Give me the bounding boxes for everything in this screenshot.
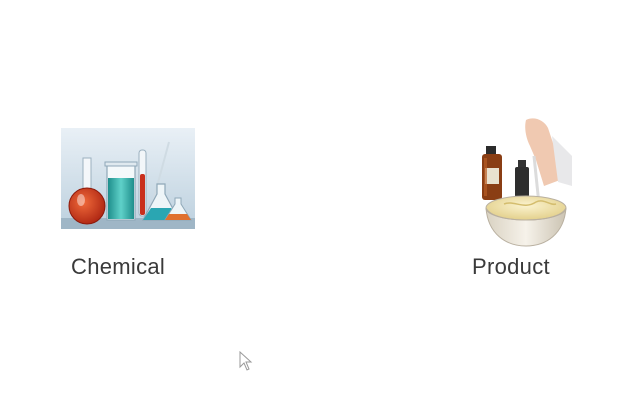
mouse-pointer-icon [239, 351, 253, 371]
laboratory-glassware-icon[interactable] [61, 128, 195, 229]
product-mixing-bowl-icon[interactable] [474, 116, 574, 249]
product-label: Product [472, 254, 550, 279]
chemical-label: Chemical [71, 254, 166, 279]
